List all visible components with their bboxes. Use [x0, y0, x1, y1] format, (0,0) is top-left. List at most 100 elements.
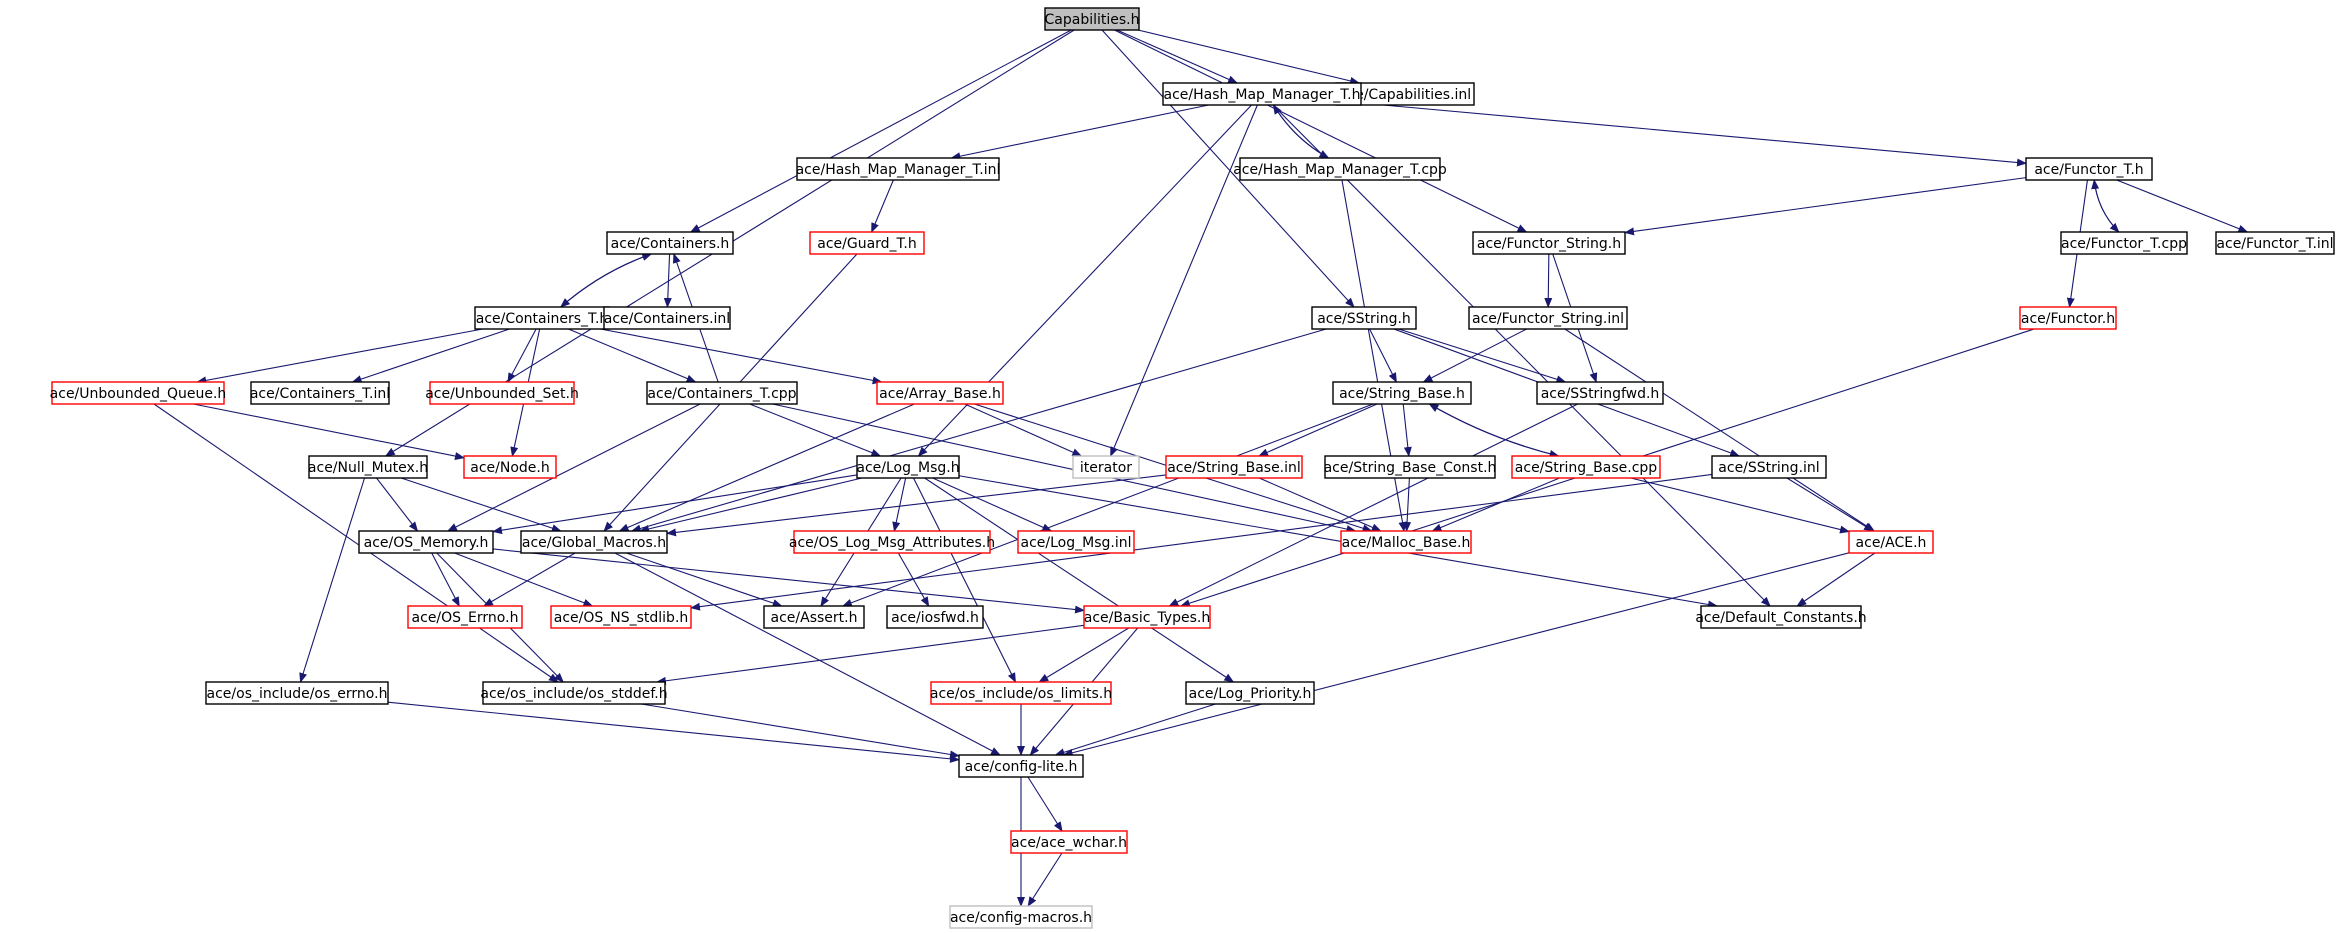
node-os-log-msg-attributes-h[interactable]: ace/OS_Log_Msg_Attributes.h	[789, 530, 995, 554]
node-box[interactable]	[1165, 455, 1303, 479]
node-functor-h[interactable]: ace/Functor.h	[2019, 306, 2117, 330]
node-box[interactable]	[205, 681, 389, 705]
node-box[interactable]	[1472, 231, 1626, 255]
node-hash-map-manager-t-h[interactable]: ace/Hash_Map_Manager_T.h	[1162, 82, 1362, 106]
node-box[interactable]	[606, 231, 734, 255]
node-os-errno-include-h[interactable]: ace/os_include/os_errno.h	[205, 681, 389, 705]
node-box[interactable]	[2215, 231, 2335, 255]
node-box[interactable]	[886, 605, 984, 629]
node-null-mutex-h[interactable]: ace/Null_Mutex.h	[308, 455, 428, 479]
node-box[interactable]	[958, 754, 1084, 778]
node-box[interactable]	[1536, 381, 1664, 405]
node-string-base-inl[interactable]: ace/String_Base.inl	[1165, 455, 1303, 479]
node-box[interactable]	[1468, 306, 1628, 330]
node-box[interactable]	[51, 381, 225, 405]
node-log-msg-h[interactable]: ace/Log_Msg.h	[856, 455, 960, 479]
node-ace-wchar-h[interactable]: ace/ace_wchar.h	[1010, 830, 1128, 854]
node-log-priority-h[interactable]: ace/Log_Priority.h	[1185, 681, 1315, 705]
node-box[interactable]	[1010, 830, 1128, 854]
node-box[interactable]	[1324, 455, 1496, 479]
node-capabilities-h[interactable]: Capabilities.h	[1044, 7, 1140, 31]
node-os-memory-h[interactable]: ace/OS_Memory.h	[358, 530, 494, 554]
node-global-macros-h[interactable]: ace/Global_Macros.h	[520, 530, 668, 554]
node-box[interactable]	[1239, 157, 1441, 181]
node-log-msg-inl[interactable]: ace/Log_Msg.inl	[1017, 530, 1135, 554]
node-functor-t-h[interactable]: ace/Functor_T.h	[2025, 157, 2153, 181]
node-functor-t-inl[interactable]: ace/Functor_T.inl	[2215, 231, 2335, 255]
node-os-ns-stdlib-h[interactable]: ace/OS_NS_stdlib.h	[550, 605, 692, 629]
node-box[interactable]	[876, 381, 1004, 405]
node-box[interactable]	[930, 681, 1112, 705]
node-box[interactable]	[429, 381, 575, 405]
node-box[interactable]	[2025, 157, 2153, 181]
node-box[interactable]	[520, 530, 668, 554]
node-box[interactable]	[250, 381, 390, 405]
node-box[interactable]	[949, 905, 1093, 929]
node-box[interactable]	[2060, 231, 2188, 255]
node-functor-string-h[interactable]: ace/Functor_String.h	[1472, 231, 1626, 255]
node-box[interactable]	[646, 381, 798, 405]
node-os-errno-h[interactable]: ace/OS_Errno.h	[407, 605, 523, 629]
node-box[interactable]	[809, 231, 925, 255]
node-sstringfwd-h[interactable]: ace/SStringfwd.h	[1536, 381, 1664, 405]
node-string-base-const-h[interactable]: ace/String_Base_Const.h	[1324, 455, 1497, 479]
node-sstring-h[interactable]: ace/SString.h	[1311, 306, 1417, 330]
node-box[interactable]	[1848, 530, 1934, 554]
node-box[interactable]	[796, 157, 1000, 181]
edge-hash_map_manager_t_h-to-functor_t_h	[1360, 102, 2027, 167]
node-box[interactable]	[1083, 605, 1211, 629]
node-box[interactable]	[1700, 605, 1862, 629]
node-box[interactable]	[1511, 455, 1661, 479]
node-capabilities-inl[interactable]: ace/Capabilities.inl	[1335, 82, 1475, 106]
node-default-constants-h[interactable]: ace/Default_Constants.h	[1695, 605, 1867, 629]
node-containers-inl[interactable]: ace/Containers.inl	[603, 306, 731, 330]
node-box[interactable]	[1072, 455, 1140, 479]
node-assert-h[interactable]: ace/Assert.h	[763, 605, 865, 629]
node-box[interactable]	[1340, 530, 1472, 554]
node-box[interactable]	[407, 605, 523, 629]
node-os-stddef-h[interactable]: ace/os_include/os_stddef.h	[480, 681, 668, 705]
node-box[interactable]	[603, 306, 731, 330]
node-string-base-cpp[interactable]: ace/String_Base.cpp	[1511, 455, 1661, 479]
node-functor-string-inl[interactable]: ace/Functor_String.inl	[1468, 306, 1628, 330]
node-node-h[interactable]: ace/Node.h	[463, 455, 557, 479]
node-basic-types-h[interactable]: ace/Basic_Types.h	[1083, 605, 1211, 629]
node-box[interactable]	[1332, 381, 1472, 405]
node-box[interactable]	[1711, 455, 1827, 479]
node-box[interactable]	[1185, 681, 1315, 705]
node-box[interactable]	[308, 455, 428, 479]
node-box[interactable]	[1311, 306, 1417, 330]
node-iterator[interactable]: iterator	[1072, 455, 1140, 479]
node-hash-map-manager-t-cpp[interactable]: ace/Hash_Map_Manager_T.cpp	[1233, 157, 1447, 181]
node-box[interactable]	[1017, 530, 1135, 554]
node-malloc-base-h[interactable]: ace/Malloc_Base.h	[1340, 530, 1472, 554]
node-containers-h[interactable]: ace/Containers.h	[606, 231, 734, 255]
node-unbounded-set-h[interactable]: ace/Unbounded_Set.h	[425, 381, 579, 405]
node-containers-t-h[interactable]: ace/Containers_T.h	[474, 306, 610, 330]
node-box[interactable]	[482, 681, 666, 705]
node-label: ace/String_Base.inl	[1167, 460, 1301, 476]
node-config-lite-h[interactable]: ace/config-lite.h	[958, 754, 1084, 778]
node-sstring-inl[interactable]: ace/SString.inl	[1711, 455, 1827, 479]
node-box[interactable]	[358, 530, 494, 554]
node-os-limits-h[interactable]: ace/os_include/os_limits.h	[930, 681, 1112, 705]
node-unbounded-queue-h[interactable]: ace/Unbounded_Queue.h	[50, 381, 227, 405]
node-array-base-h[interactable]: ace/Array_Base.h	[876, 381, 1004, 405]
node-iosfwd-h[interactable]: ace/iosfwd.h	[886, 605, 984, 629]
node-hash-map-manager-t-inl[interactable]: ace/Hash_Map_Manager_T.inl	[796, 157, 1001, 181]
node-box[interactable]	[793, 530, 991, 554]
node-box[interactable]	[463, 455, 557, 479]
node-box[interactable]	[550, 605, 692, 629]
node-box[interactable]	[1044, 7, 1140, 31]
node-functor-t-cpp[interactable]: ace/Functor_T.cpp	[2060, 231, 2188, 255]
node-box[interactable]	[763, 605, 865, 629]
node-box[interactable]	[2019, 306, 2117, 330]
node-guard-t-h[interactable]: ace/Guard_T.h	[809, 231, 925, 255]
node-config-macros-h[interactable]: ace/config-macros.h	[949, 905, 1093, 929]
node-ace-h[interactable]: ace/ACE.h	[1848, 530, 1934, 554]
node-containers-t-cpp[interactable]: ace/Containers_T.cpp	[646, 381, 798, 405]
node-box[interactable]	[856, 455, 960, 479]
node-containers-t-inl[interactable]: ace/Containers_T.inl	[250, 381, 390, 405]
node-string-base-h[interactable]: ace/String_Base.h	[1332, 381, 1472, 405]
node-box[interactable]	[1162, 82, 1362, 106]
